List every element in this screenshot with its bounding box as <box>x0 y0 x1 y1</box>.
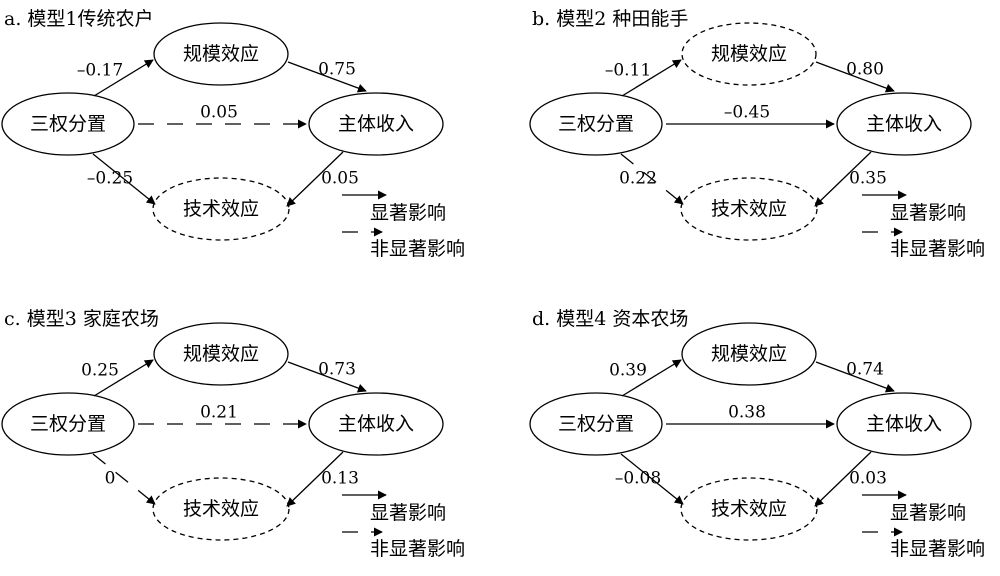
coef-three-to-tech: –0.08 <box>615 469 661 489</box>
coef-scale-to-income: 0.74 <box>846 360 884 380</box>
node-scale-effect <box>681 322 817 386</box>
coef-three-to-income: 0.05 <box>200 103 238 123</box>
coef-scale-to-income: 0.73 <box>318 360 356 380</box>
coef-three-to-scale: –0.11 <box>605 61 651 81</box>
legend-significant-label: 显著影响 <box>370 202 446 224</box>
coef-three-to-tech: 0.22 <box>619 169 657 189</box>
node-main-income-label: 主体收入 <box>338 413 414 435</box>
path-income-to-tech <box>814 151 872 207</box>
node-scale-effect-label: 规模效应 <box>711 343 787 365</box>
path-three-to-scale <box>621 59 682 97</box>
path-three-to-tech <box>92 153 156 205</box>
coef-income-to-tech: 0.35 <box>849 169 887 189</box>
path-three-to-scale <box>621 359 682 397</box>
node-three-rights <box>529 392 663 456</box>
node-scale-effect-label: 规模效应 <box>711 43 787 65</box>
coef-scale-to-income: 0.80 <box>846 60 884 80</box>
legend-not-significant-label: 非显著影响 <box>370 538 465 560</box>
panel-title: c. 模型3 家庭农场 <box>4 308 159 330</box>
path-scale-to-income <box>815 361 895 393</box>
coef-three-to-scale: 0.39 <box>609 361 647 381</box>
node-tech-effect <box>152 477 290 541</box>
node-three-rights-label: 三权分置 <box>558 413 634 435</box>
path-three-to-tech <box>620 453 684 505</box>
coef-three-to-scale: –0.17 <box>77 61 123 81</box>
path-three-to-scale <box>93 59 154 97</box>
path-income-to-tech <box>814 451 872 507</box>
node-scale-effect-label: 规模效应 <box>183 43 259 65</box>
path-three-to-tech <box>620 153 684 205</box>
node-tech-effect-label: 技术效应 <box>183 198 259 220</box>
node-main-income-label: 主体收入 <box>338 113 414 135</box>
node-main-income <box>308 392 444 456</box>
node-scale-effect <box>681 22 817 86</box>
node-three-rights <box>1 392 135 456</box>
coef-three-to-income: 0.38 <box>728 403 766 423</box>
node-main-income <box>836 392 972 456</box>
coef-income-to-tech: 0.05 <box>321 169 359 189</box>
legend-not-significant-label: 非显著影响 <box>370 238 465 260</box>
node-main-income-label: 主体收入 <box>866 113 942 135</box>
path-income-to-tech <box>286 451 344 507</box>
node-main-income-label: 主体收入 <box>866 413 942 435</box>
coef-scale-to-income: 0.75 <box>318 60 356 80</box>
node-main-income <box>308 92 444 156</box>
node-tech-effect <box>680 477 818 541</box>
legend-significant-label: 显著影响 <box>370 502 446 524</box>
panel-title: a. 模型1传统农户 <box>4 8 154 30</box>
legend-significant-label: 显著影响 <box>890 202 966 224</box>
legend-not-significant-label: 非显著影响 <box>890 238 985 260</box>
path-three-to-tech <box>92 453 156 505</box>
path-scale-to-income <box>815 61 895 93</box>
panel-title: d. 模型4 资本农场 <box>532 308 688 330</box>
node-tech-effect-label: 技术效应 <box>183 498 259 520</box>
node-tech-effect-label: 技术效应 <box>711 498 787 520</box>
node-three-rights-label: 三权分置 <box>558 113 634 135</box>
node-scale-effect-label: 规模效应 <box>183 343 259 365</box>
node-three-rights-label: 三权分置 <box>30 113 106 135</box>
coef-income-to-tech: 0.13 <box>321 469 359 489</box>
path-three-to-scale <box>93 359 154 397</box>
node-scale-effect <box>153 322 289 386</box>
node-main-income <box>836 92 972 156</box>
legend-not-significant-label: 非显著影响 <box>890 538 985 560</box>
coef-three-to-tech: 0 <box>105 469 116 489</box>
node-three-rights <box>1 92 135 156</box>
coef-three-to-income: –0.45 <box>724 103 770 123</box>
node-three-rights-label: 三权分置 <box>30 413 106 435</box>
node-tech-effect-label: 技术效应 <box>711 198 787 220</box>
path-scale-to-income <box>287 361 367 393</box>
node-tech-effect <box>152 177 290 241</box>
node-three-rights <box>529 92 663 156</box>
node-tech-effect <box>680 177 818 241</box>
legend-significant-label: 显著影响 <box>890 502 966 524</box>
panel-title: b. 模型2 种田能手 <box>532 8 688 30</box>
path-scale-to-income <box>287 61 367 93</box>
path-income-to-tech <box>286 151 344 207</box>
coef-three-to-income: 0.21 <box>200 403 238 423</box>
coef-three-to-scale: 0.25 <box>81 361 119 381</box>
node-scale-effect <box>153 22 289 86</box>
coef-income-to-tech: 0.03 <box>849 469 887 489</box>
coef-three-to-tech: –0.25 <box>87 169 133 189</box>
